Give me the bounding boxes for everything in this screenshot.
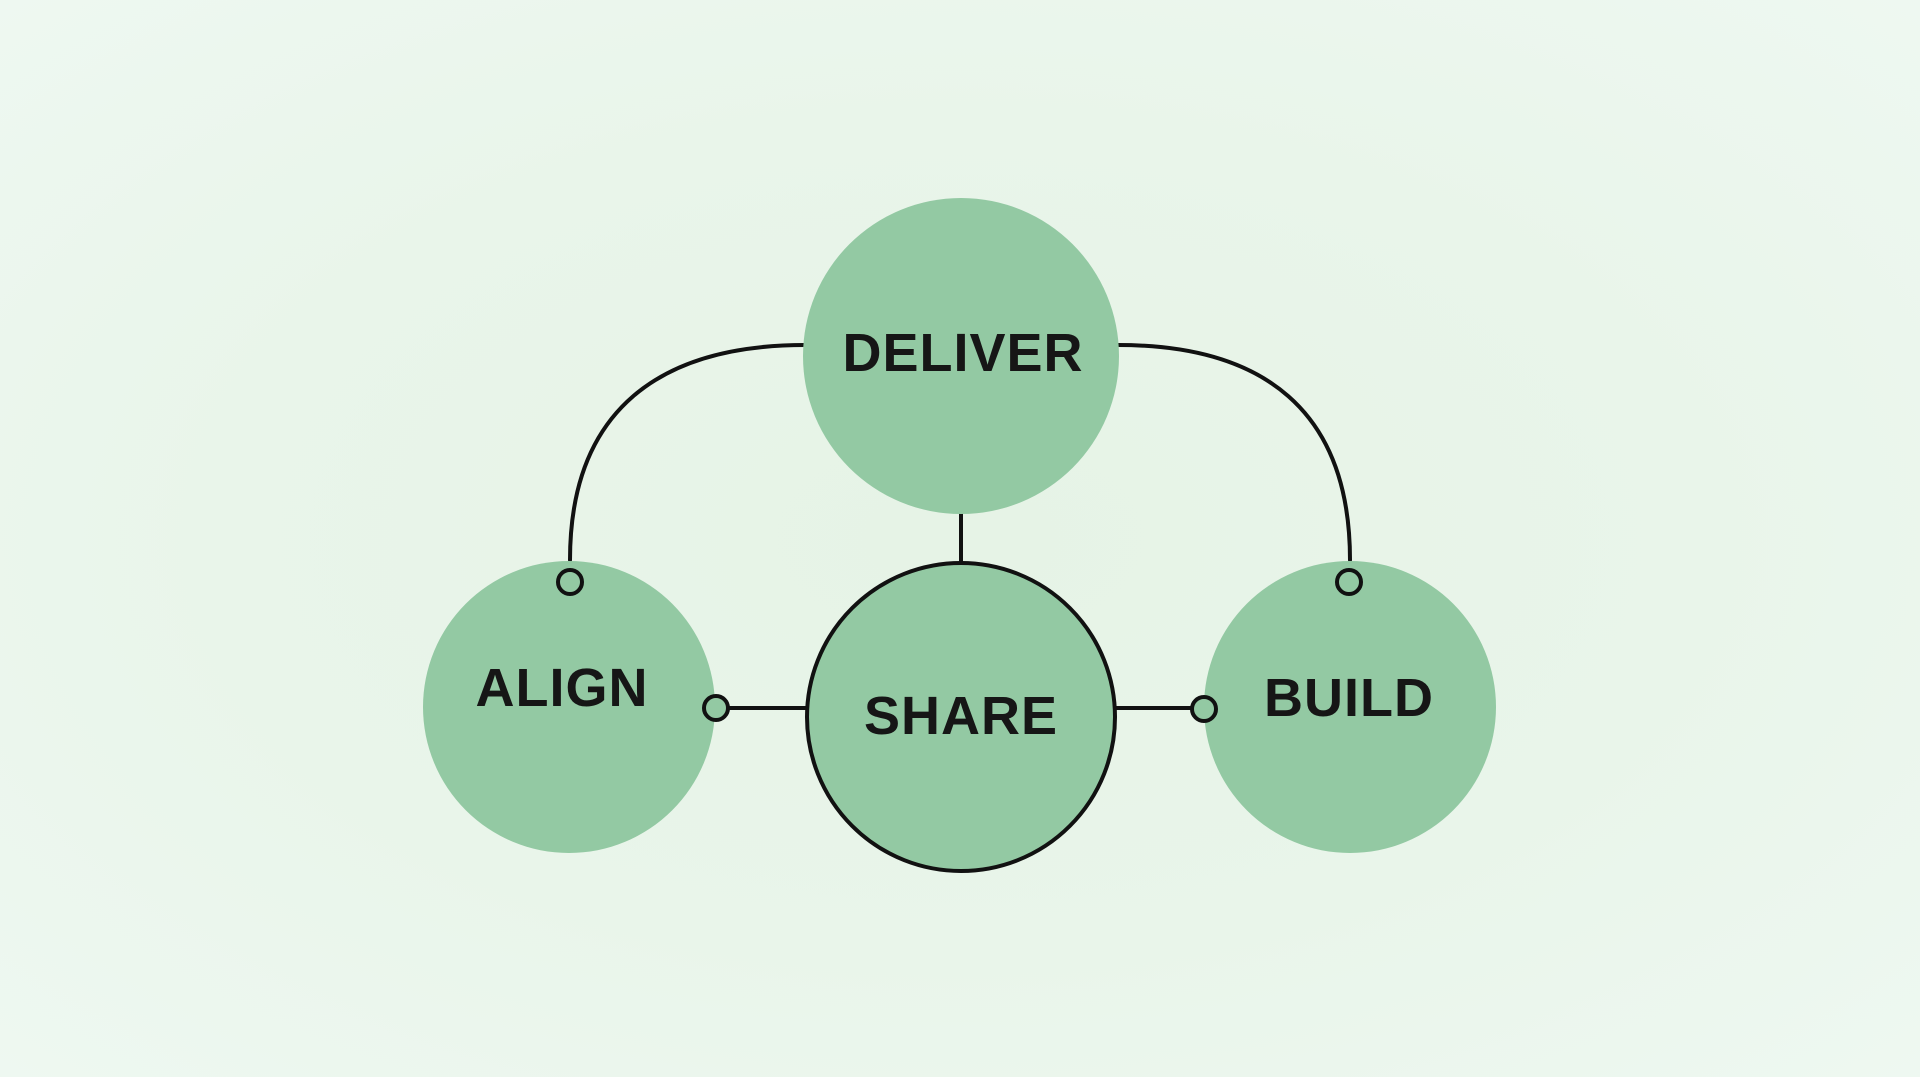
node-align[interactable]: ALIGN — [423, 561, 715, 853]
node-share-label: SHARE — [864, 686, 1058, 746]
marker-build-left — [1190, 695, 1218, 723]
edge-deliver-build — [1116, 343, 1352, 562]
marker-align-right — [702, 694, 730, 722]
edge-deliver-align — [568, 343, 807, 562]
node-share-circle — [805, 561, 1117, 873]
node-deliver-label: DELIVER — [842, 323, 1083, 383]
node-share[interactable]: SHARE — [805, 561, 1117, 873]
node-build[interactable]: BUILD — [1204, 561, 1496, 853]
node-align-circle — [423, 561, 715, 853]
node-deliver-circle — [803, 198, 1119, 514]
node-align-label: ALIGN — [476, 658, 649, 718]
node-build-label: BUILD — [1264, 668, 1434, 728]
connectors — [568, 343, 1352, 710]
connector-markers — [556, 568, 1363, 723]
node-deliver[interactable]: DELIVER — [803, 198, 1119, 514]
marker-align-top — [556, 568, 584, 596]
marker-build-top — [1335, 568, 1363, 596]
node-build-circle — [1204, 561, 1496, 853]
